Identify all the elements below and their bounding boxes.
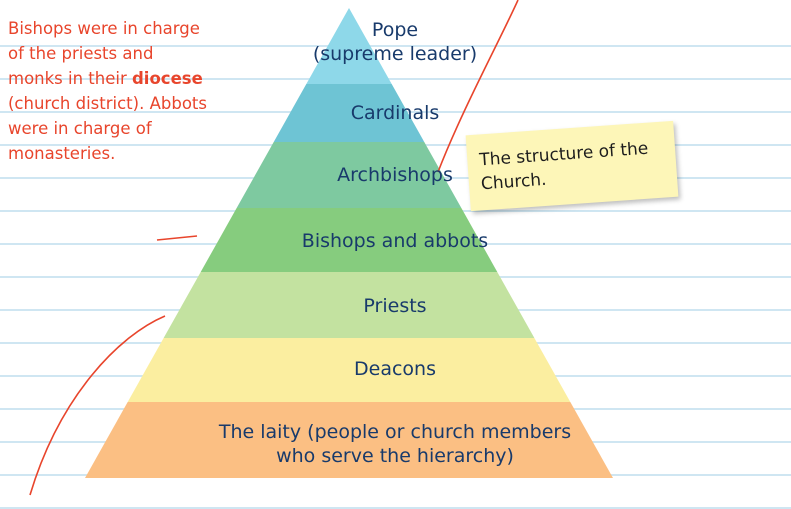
pyramid-tier-pope <box>306 8 392 84</box>
annotation-text-part2: (church district). Abbots were in charge… <box>8 94 207 163</box>
tier-label-priests: Priests <box>363 295 427 317</box>
tier-label-bishops-and-abbots: Bishops and abbots <box>301 230 489 252</box>
annotation-keyword-diocese: diocese <box>132 69 203 88</box>
pyramid-tier-bishops-and-abbots <box>200 208 498 272</box>
tier-label-laity: The laity (people or church members who … <box>218 421 572 467</box>
pyramid-tier-archbishops <box>236 142 462 208</box>
annotation-text-part1: Bishops were in charge of the priests an… <box>8 19 200 88</box>
tier-label-pope: Pope (supreme leader) <box>312 19 478 65</box>
bishops-annotation: Bishops were in charge of the priests an… <box>8 16 208 166</box>
pyramid-tier-cardinals <box>273 84 425 142</box>
tier-label-archbishops: Archbishops <box>337 164 453 186</box>
laity-connector-line <box>29 315 166 496</box>
annotation-connector-line <box>156 235 198 241</box>
sticky-note: The structure of the Church. <box>465 120 679 212</box>
pyramid-tier-deacons <box>127 338 571 402</box>
note-connector-line <box>437 0 519 173</box>
tier-label-deacons: Deacons <box>354 358 436 380</box>
tier-label-cardinals: Cardinals <box>350 102 440 124</box>
pyramid-tier-laity <box>85 402 613 478</box>
pyramid-tier-priests <box>163 272 535 338</box>
sticky-note-text: The structure of the Church. <box>478 138 649 195</box>
